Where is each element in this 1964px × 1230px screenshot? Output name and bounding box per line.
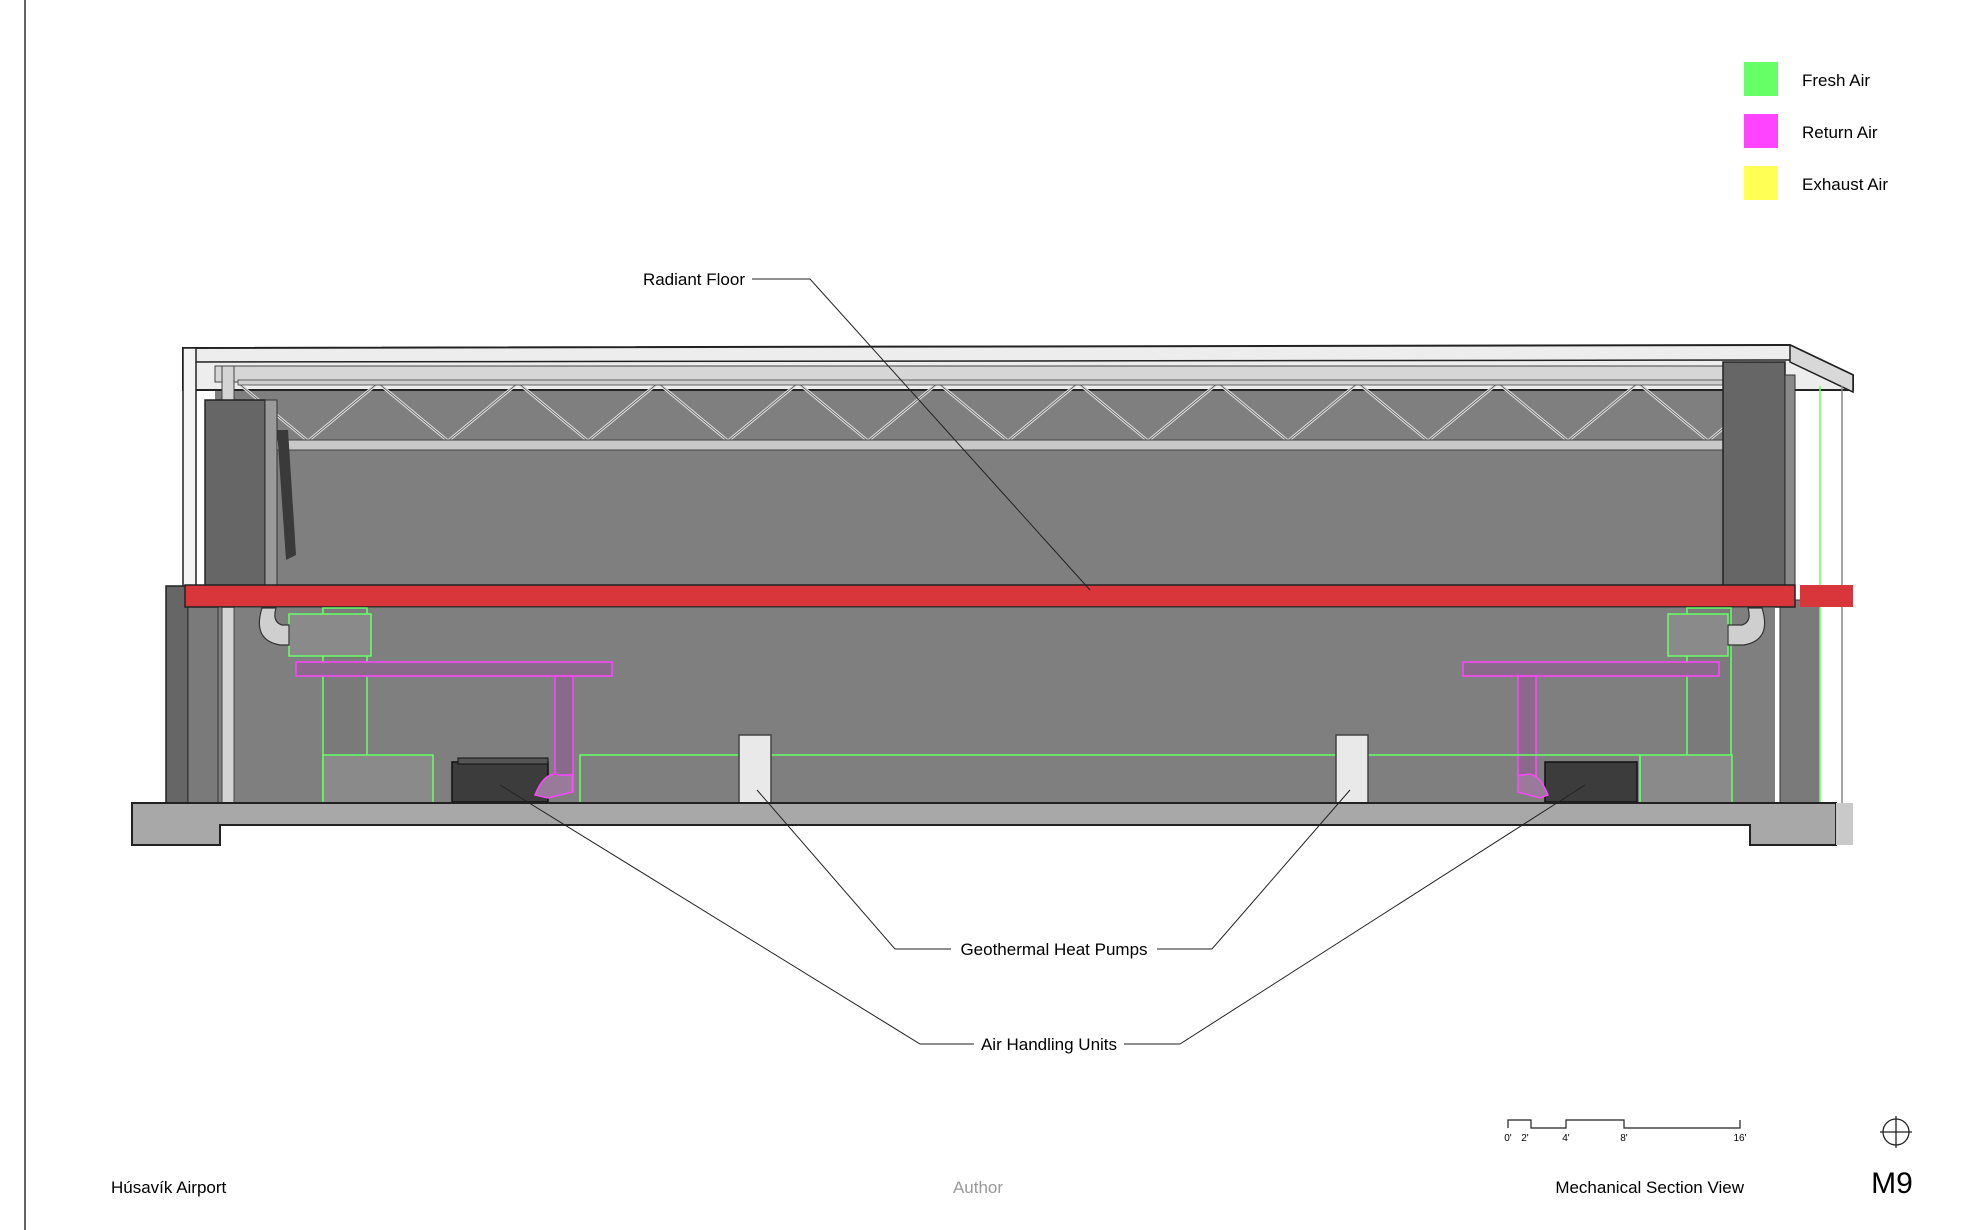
legend-item-return-air: Return Air	[1744, 114, 1878, 148]
leader-line	[752, 278, 1091, 591]
legend: Fresh Air Return Air Exhaust Air	[1744, 62, 1888, 200]
foundation-slab	[131, 802, 1837, 846]
foundation-slab-exterior	[1836, 803, 1853, 845]
leader-line	[1124, 784, 1586, 1045]
fresh-air-duct-left-box	[288, 613, 372, 657]
ahu-connector-right	[1517, 773, 1549, 799]
truss-web	[238, 383, 1728, 441]
legend-swatch	[1744, 114, 1778, 148]
air-handling-unit-right	[1544, 761, 1638, 803]
legend-label: Return Air	[1802, 123, 1878, 142]
elbow-duct-right	[1727, 607, 1766, 646]
air-handling-unit-left-top	[457, 757, 549, 765]
leader-line	[756, 789, 951, 950]
legend-item-exhaust-air: Exhaust Air	[1744, 166, 1888, 200]
scale-tick-label: 4'	[1562, 1133, 1570, 1144]
return-air-duct-left-horizontal	[295, 661, 613, 677]
elbow-duct-left	[258, 607, 290, 646]
scale-tick-label: 0'	[1504, 1133, 1512, 1144]
north-arrow-icon	[1880, 1116, 1912, 1148]
leader-line	[1157, 789, 1351, 950]
project-name: Húsavík Airport	[111, 1178, 227, 1197]
roof-line	[182, 359, 1791, 363]
callout-heat-pumps: Geothermal Heat Pumps	[756, 789, 1351, 959]
left-lower-wall	[165, 585, 189, 807]
ahu-connector-left	[533, 773, 573, 799]
roof-overhang-right	[1789, 343, 1854, 394]
left-door-panel	[277, 430, 296, 560]
fresh-air-duct-left-base	[322, 754, 434, 804]
left-column	[204, 399, 266, 587]
fresh-air-duct-right-box	[1667, 613, 1729, 657]
left-lower-wall-face	[187, 599, 219, 807]
callout-label: Geothermal Heat Pumps	[960, 940, 1147, 959]
view-title: Mechanical Section View	[1555, 1178, 1744, 1197]
truss-bottom-chord	[271, 439, 1725, 451]
title-block: Húsavík Airport Author Mechanical Sectio…	[111, 1167, 1913, 1200]
right-lower-wall	[1779, 599, 1821, 807]
building-section	[131, 343, 1854, 846]
geothermal-heat-pump-right	[1335, 734, 1369, 804]
radiant-floor-slab	[184, 584, 1796, 608]
callout-air-handling-units: Air Handling Units	[499, 784, 1586, 1054]
scale-bar: 0' 2' 4' 8' 16'	[1504, 1119, 1747, 1144]
truss-top-chord	[237, 379, 1729, 386]
leader-line	[499, 784, 974, 1045]
right-column	[1722, 361, 1786, 589]
legend-item-fresh-air: Fresh Air	[1744, 62, 1870, 96]
geothermal-heat-pump-left	[738, 734, 772, 804]
return-air-duct-right-horizontal	[1462, 661, 1720, 677]
sheet-number: M9	[1871, 1167, 1913, 1200]
legend-label: Fresh Air	[1802, 71, 1870, 90]
legend-label: Exhaust Air	[1802, 175, 1888, 194]
interior-lower	[185, 608, 1775, 804]
legend-swatch	[1744, 62, 1778, 96]
callout-label: Air Handling Units	[981, 1035, 1117, 1054]
callout-radiant-floor: Radiant Floor	[643, 270, 1091, 591]
scale-tick-label: 16'	[1733, 1133, 1746, 1144]
left-door-frame	[264, 399, 278, 587]
callout-label: Radiant Floor	[643, 270, 745, 289]
scale-bar-line	[1507, 1119, 1741, 1129]
scale-tick-label: 8'	[1620, 1133, 1628, 1144]
air-handling-unit-left	[451, 761, 549, 803]
radiant-floor-slab-exterior	[1800, 585, 1853, 607]
scale-tick-label: 2'	[1521, 1133, 1529, 1144]
author-label: Author	[953, 1178, 1003, 1197]
fresh-air-duct-right-base	[1639, 754, 1733, 804]
legend-swatch	[1744, 166, 1778, 200]
